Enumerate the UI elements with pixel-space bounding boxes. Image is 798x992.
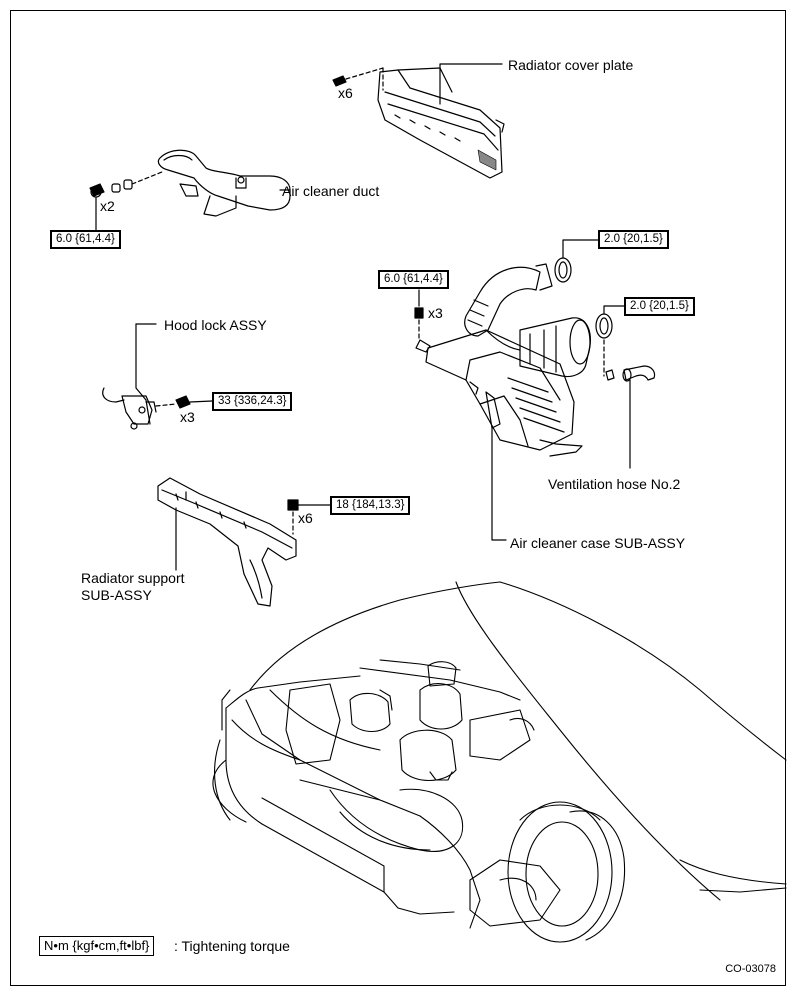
torque-case-bolt: 6.0 {61,4.4} xyxy=(378,270,449,289)
hood-lock-part xyxy=(102,323,157,430)
qty-support-bolts: x6 xyxy=(298,510,313,526)
air-cleaner-hose-part xyxy=(464,263,553,351)
ventilation-hose-part xyxy=(605,365,656,382)
air-cleaner-case-part xyxy=(415,329,583,457)
clamp-lower xyxy=(595,305,625,377)
qty-cover-plate-screws: x6 xyxy=(338,85,353,101)
label-air-cleaner-duct: Air cleaner duct xyxy=(282,183,380,199)
leader-radiator-cover-plate xyxy=(439,63,503,69)
label-radiator-support-line2: SUB-ASSY xyxy=(81,587,152,603)
qty-case-bolts: x3 xyxy=(428,305,443,321)
case-bolt xyxy=(414,289,424,339)
radiator-support-part xyxy=(157,477,297,607)
clamp-upper xyxy=(554,239,599,283)
label-hood-lock-assy: Hood lock ASSY xyxy=(164,317,267,333)
hood-lock-bolt xyxy=(155,395,213,409)
throttle-inlet-part xyxy=(519,317,591,378)
label-radiator-cover-plate: Radiator cover plate xyxy=(508,57,634,73)
leader-air-cleaner-case xyxy=(491,427,507,541)
diagram-frame xyxy=(10,10,786,986)
qty-hood-lock-bolts: x3 xyxy=(180,409,195,425)
qty-duct-bolts: x2 xyxy=(100,198,115,214)
legend-description: : Tightening torque xyxy=(174,938,290,954)
radiator-cover-plate-part xyxy=(377,67,505,179)
legend-unit-box: N•m {kgf•cm,ft•lbf} xyxy=(39,936,155,956)
figure-code: CO-03078 xyxy=(725,963,776,975)
cover-plate-screw xyxy=(332,67,384,91)
duct-bolt-and-clip xyxy=(89,171,163,231)
label-air-cleaner-case: Air cleaner case SUB-ASSY xyxy=(510,535,686,551)
torque-clamp-upper: 2.0 {20,1.5} xyxy=(598,230,669,249)
torque-hood-lock-bolt: 33 {336,24.3} xyxy=(212,392,293,411)
label-radiator-support-line1: Radiator support xyxy=(81,570,185,586)
air-cleaner-duct-part xyxy=(157,149,291,217)
vehicle-front-body xyxy=(212,581,787,943)
label-ventilation-hose-no2: Ventilation hose No.2 xyxy=(548,476,681,492)
torque-duct-bolt: 6.0 {61,4.4} xyxy=(50,230,121,249)
legend-unit: N•m {kgf•cm,ft•lbf} xyxy=(44,938,150,953)
torque-support-bolt: 18 {184,13.3} xyxy=(330,496,411,515)
torque-clamp-lower: 2.0 {20,1.5} xyxy=(624,297,695,316)
support-bolt xyxy=(287,499,331,535)
